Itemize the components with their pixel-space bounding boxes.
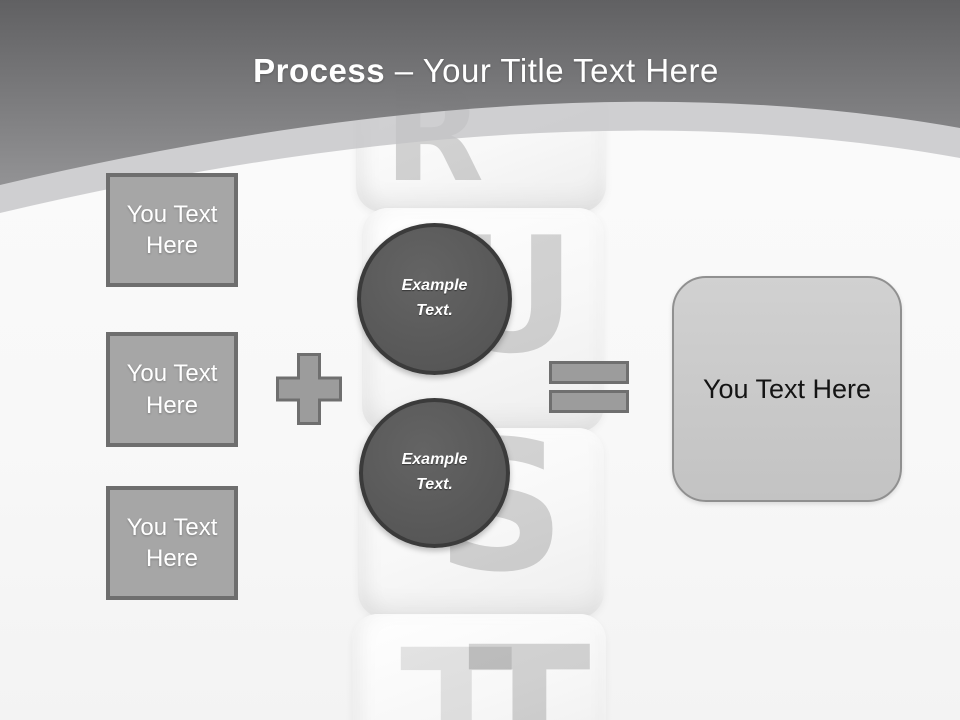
- cube-letter-t: T: [468, 614, 591, 720]
- title-keyword: Process: [253, 52, 386, 89]
- cube-letter-t-partial: T: [400, 614, 513, 720]
- equals-bar-bottom: [549, 390, 629, 413]
- text-placeholder-box-1[interactable]: You Text Here: [106, 173, 238, 287]
- header-curve-banner: [0, 0, 960, 213]
- placeholder-label: You Text Here: [126, 200, 218, 259]
- example-circle-2[interactable]: Example Text.: [359, 398, 510, 548]
- example-circle-label: Example Text.: [401, 277, 468, 319]
- title-subtitle: – Your Title Text Here: [385, 52, 719, 89]
- placeholder-label: You Text Here: [126, 513, 218, 572]
- plus-icon: [276, 353, 342, 430]
- equals-bar-top: [549, 361, 629, 384]
- equals-icon: [549, 361, 629, 419]
- example-circle-label: Example Text.: [401, 451, 468, 493]
- text-placeholder-box-2[interactable]: You Text Here: [106, 332, 238, 447]
- result-placeholder-box[interactable]: You Text Here: [672, 276, 902, 502]
- header-dark-area: [0, 0, 960, 185]
- placeholder-label: You Text Here: [126, 360, 218, 419]
- result-label: You Text Here: [702, 373, 872, 404]
- text-placeholder-box-3[interactable]: You Text Here: [106, 486, 238, 600]
- example-circle-1[interactable]: Example Text.: [357, 223, 512, 375]
- letter-cube-t: T T: [352, 614, 606, 720]
- page-title[interactable]: Process – Your Title Text Here: [12, 52, 960, 90]
